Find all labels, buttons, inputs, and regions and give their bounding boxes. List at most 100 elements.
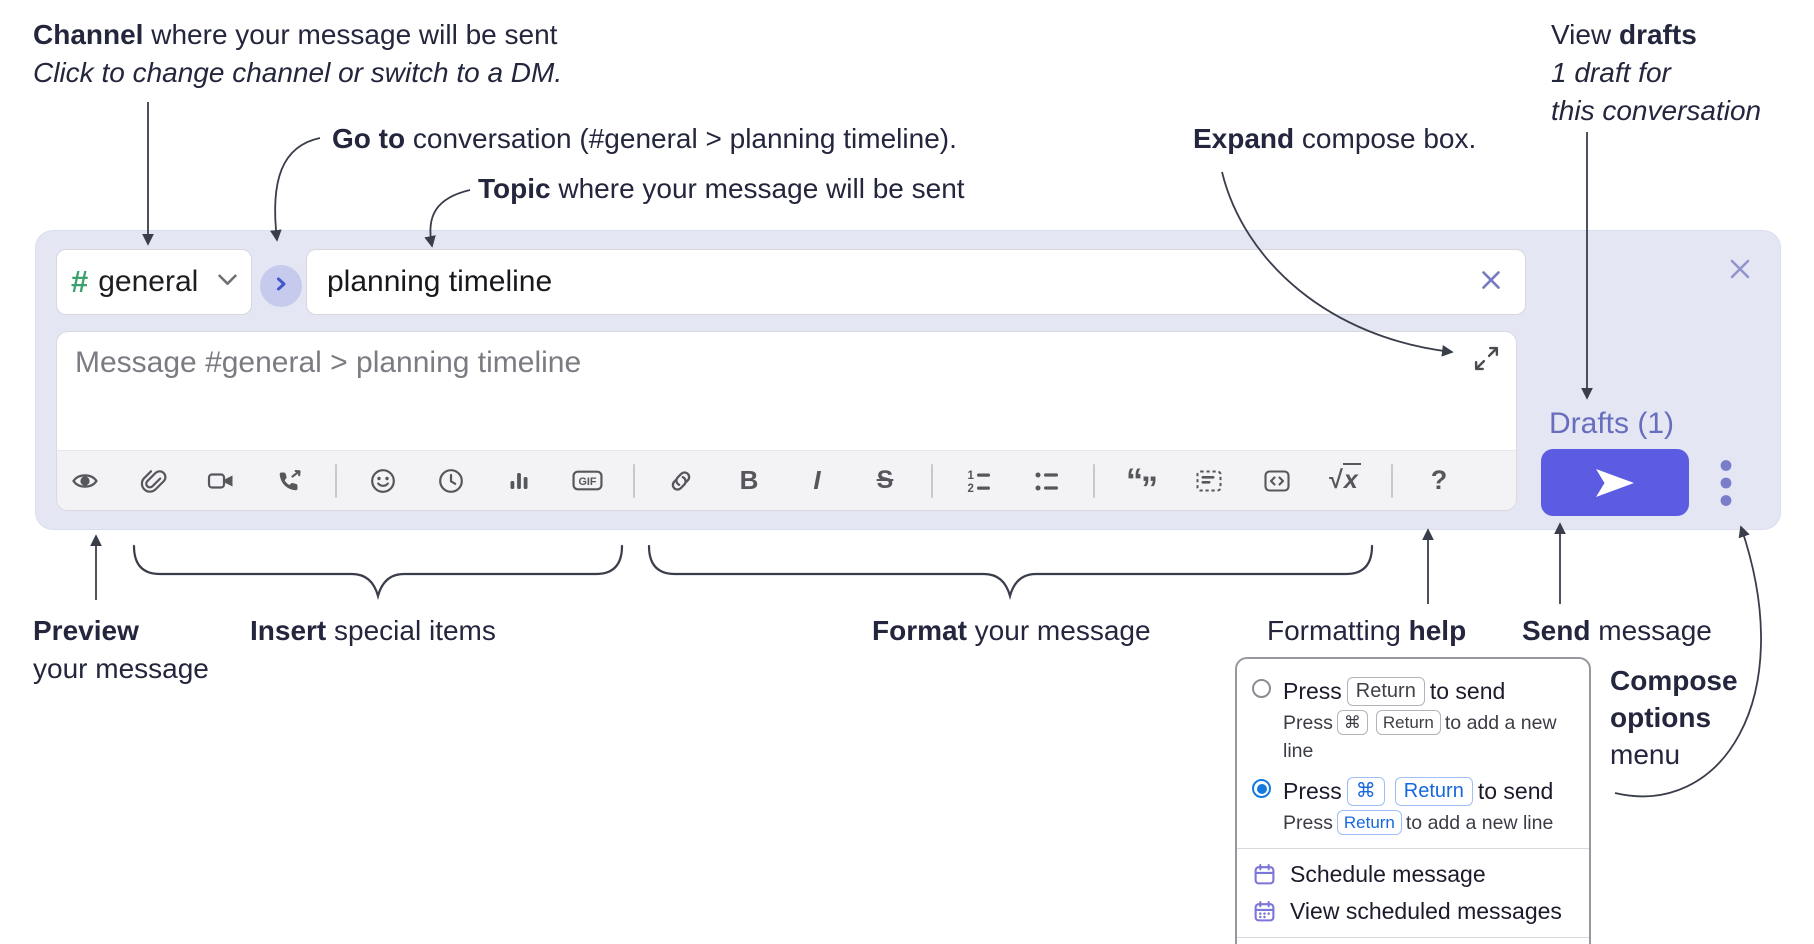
brace-insert	[132, 544, 624, 601]
annotation-format: Format your message	[872, 615, 1151, 646]
emoji-smiley-icon	[371, 468, 395, 493]
topic-value: planning timeline	[327, 265, 553, 298]
link-icon	[671, 470, 691, 491]
poll-button[interactable]	[497, 459, 541, 503]
ordered-list-button[interactable]: 1 2	[957, 459, 1001, 503]
close-compose-button[interactable]	[1722, 251, 1758, 287]
chevron-right-icon	[273, 276, 289, 297]
kebab-menu-icon	[1720, 460, 1732, 506]
popup-divider	[1237, 937, 1589, 938]
question-mark-icon: ?	[1430, 465, 1448, 495]
line-go-to	[270, 137, 321, 242]
eye-icon	[72, 473, 98, 488]
gif-button[interactable]: GIF	[565, 459, 609, 503]
recent-items-button[interactable]	[429, 459, 473, 503]
menu-item-view-scheduled[interactable]: View scheduled messages	[1237, 893, 1589, 930]
send-icon	[1596, 468, 1634, 497]
ordered-list-icon: 1 2	[968, 470, 990, 495]
strikethrough-icon: S	[876, 466, 894, 494]
bulleted-list-button[interactable]	[1025, 459, 1069, 503]
clear-topic-button[interactable]	[1477, 266, 1505, 299]
preview-button[interactable]	[63, 459, 107, 503]
formula-button[interactable]: √x	[1323, 459, 1367, 503]
send-button[interactable]	[1541, 449, 1689, 516]
close-icon	[1730, 259, 1750, 279]
expand-diagonal-icon	[1474, 346, 1498, 370]
return-keycap: Return	[1336, 810, 1402, 835]
compose-options-button[interactable]	[1709, 457, 1743, 509]
phone-call-icon	[279, 469, 301, 490]
square-root-icon: √x	[1329, 463, 1361, 495]
video-camera-icon	[207, 472, 233, 489]
popup-divider	[1237, 848, 1589, 849]
code-icon	[1264, 469, 1290, 492]
annotation-channel-bold: Channel	[33, 19, 144, 50]
brace-format	[647, 544, 1374, 601]
go-to-conversation-button[interactable]	[260, 265, 302, 307]
bulleted-list-icon	[1035, 472, 1058, 490]
message-input[interactable]: Message #general > planning timeline	[56, 331, 1517, 511]
annotation-channel-sub: Click to change channel or switch to a D…	[33, 57, 563, 88]
link-button[interactable]	[659, 459, 703, 503]
channel-hash-icon: #	[71, 264, 89, 299]
annotation-go-to: Go to conversation (#general > planning …	[332, 123, 957, 154]
annotation-formatting-help: Formatting help	[1267, 615, 1467, 646]
code-block-button[interactable]	[1187, 459, 1231, 503]
drafts-link[interactable]: Drafts (1)	[1549, 407, 1675, 440]
bar-chart-icon	[510, 472, 528, 489]
cmd-keycap: ⌘	[1336, 710, 1368, 735]
svg-text:1: 1	[968, 470, 975, 482]
svg-text:2: 2	[968, 483, 974, 495]
annotation-topic: Topic where your message will be sent	[478, 173, 965, 204]
return-keycap: Return	[1375, 710, 1441, 735]
toolbar-divider	[633, 463, 635, 498]
code-block-icon	[1196, 470, 1222, 491]
message-placeholder: Message #general > planning timeline	[75, 346, 582, 379]
compose-box: # general planning timeline Message #gen…	[35, 230, 1781, 530]
annotation-view-drafts: View drafts 1 draft for this conversatio…	[1551, 19, 1762, 126]
expand-compose-button[interactable]	[1472, 344, 1500, 372]
italic-button[interactable]: I	[795, 459, 839, 503]
annotation-compose-options: Compose options menu	[1610, 665, 1738, 770]
annotation-insert: Insert special items	[250, 615, 496, 646]
annotation-channel-rest: where your message will be sent	[143, 19, 558, 50]
radio-selected-icon[interactable]	[1252, 779, 1271, 798]
annotation-channel: Channel where your message will be sent …	[33, 16, 562, 92]
blockquote-icon: “”	[1126, 461, 1158, 508]
formatting-toolbar: GIF B I S	[57, 450, 1516, 510]
annotation-preview: Preview your message	[33, 615, 209, 684]
cmd-keycap: ⌘	[1346, 777, 1385, 806]
video-clip-button[interactable]	[199, 459, 243, 503]
toolbar-divider	[335, 463, 337, 498]
italic-icon: I	[813, 465, 821, 495]
gif-icon: GIF	[571, 470, 603, 491]
emoji-button[interactable]	[361, 459, 405, 503]
menu-item-schedule-message[interactable]: Schedule message	[1237, 856, 1589, 893]
toolbar-divider	[1093, 463, 1095, 498]
radio-unselected-icon[interactable]	[1252, 679, 1271, 698]
paperclip-icon	[140, 469, 167, 493]
svg-text:GIF: GIF	[578, 476, 596, 488]
topic-input[interactable]: planning timeline	[306, 249, 1526, 315]
formatting-help-button[interactable]: ?	[1417, 459, 1461, 503]
strikethrough-button[interactable]: S	[863, 459, 907, 503]
calendar-icon	[1254, 864, 1275, 885]
annotation-expand: Expand compose box.	[1193, 123, 1477, 154]
channel-name: general	[98, 265, 199, 298]
bold-button[interactable]: B	[727, 459, 771, 503]
attach-file-button[interactable]	[131, 459, 175, 503]
toolbar-divider	[1391, 463, 1393, 498]
audio-call-button[interactable]	[267, 459, 311, 503]
clock-icon	[439, 468, 463, 493]
chevron-down-icon	[218, 273, 237, 291]
toolbar-divider	[931, 463, 933, 498]
calendar-grid-icon	[1254, 901, 1275, 922]
code-button[interactable]	[1255, 459, 1299, 503]
channel-selector[interactable]: # general	[56, 249, 252, 315]
return-keycap: Return	[1346, 677, 1425, 706]
blockquote-button[interactable]: “”	[1119, 459, 1163, 508]
